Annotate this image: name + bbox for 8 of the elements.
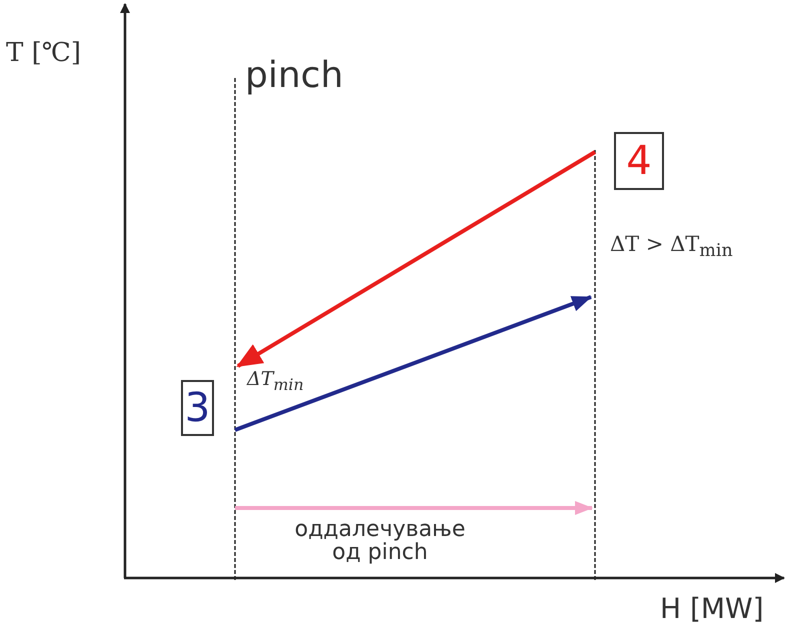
number-box: 3 bbox=[181, 380, 214, 436]
axis-label: T [℃] bbox=[6, 38, 81, 68]
axis-label: H [MW] bbox=[660, 592, 764, 625]
delta-t-min-label: ΔT$_{min}$ bbox=[247, 368, 304, 394]
direction-label: оддалечување од pinch bbox=[294, 518, 466, 564]
delta-t-label: ΔT > ΔT$_{min}$ bbox=[610, 232, 733, 262]
pinch-label: pinch bbox=[245, 55, 344, 96]
number-box: 4 bbox=[614, 132, 664, 190]
